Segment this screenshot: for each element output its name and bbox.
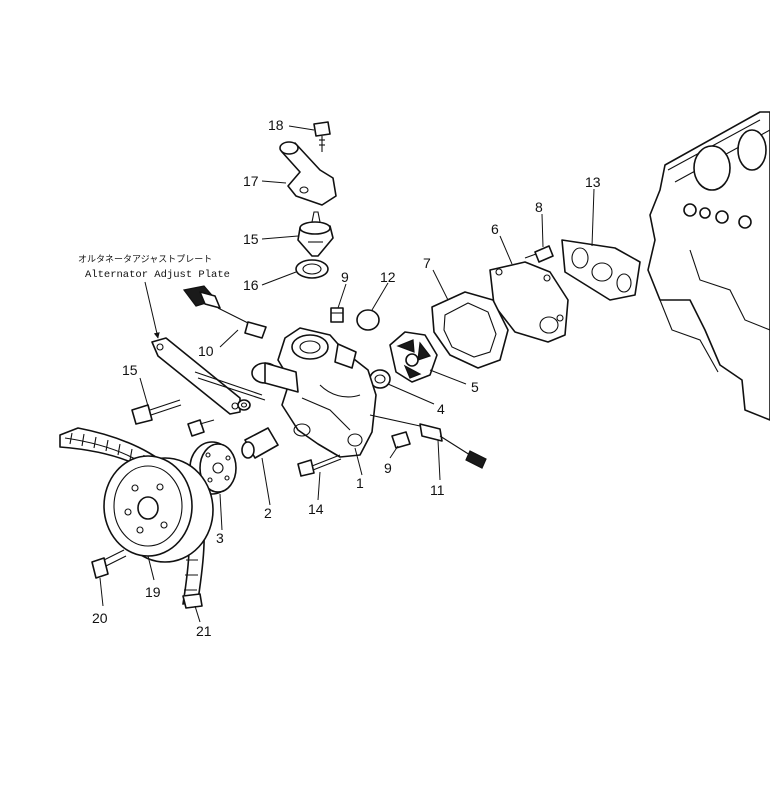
label-21: 20 <box>92 610 108 626</box>
seal-ring-17 <box>295 259 329 279</box>
washer <box>237 399 251 411</box>
callout-jp: オルタネータアジャストプレート <box>78 254 212 265</box>
plug-9-lower <box>391 431 411 449</box>
bolt-14 <box>297 454 342 477</box>
label-3: 3 <box>216 530 224 546</box>
callout-en: Alternator Adjust Plate <box>85 269 230 281</box>
gasket-7 <box>431 291 509 369</box>
shaft-2 <box>241 427 279 459</box>
bolt-21 <box>91 549 127 579</box>
label-13: 13 <box>585 174 601 190</box>
label-22: 21 <box>196 623 212 639</box>
cover-plate-6 <box>489 261 569 343</box>
impeller-5 <box>389 331 438 383</box>
alternator-adjust-plate <box>151 337 241 415</box>
label-17: 16 <box>243 277 259 293</box>
label-11: 11 <box>430 482 445 498</box>
label-1: 1 <box>356 475 364 491</box>
bolt-15 <box>131 399 182 425</box>
label-7: 7 <box>423 255 431 271</box>
outlet-pipe-18 <box>279 141 337 206</box>
leader-lines <box>99 125 595 623</box>
plug-9-upper <box>330 307 344 323</box>
label-16: 15 <box>243 231 259 247</box>
thermostat-16 <box>297 211 334 257</box>
sensor-10 <box>182 285 267 339</box>
label-15: 15 <box>122 362 138 378</box>
label-8: 8 <box>535 199 543 215</box>
pulley-20 <box>103 455 214 563</box>
label-9-upper: 9 <box>341 269 349 285</box>
label-6: 6 <box>491 221 499 237</box>
bolt-8 <box>524 245 554 263</box>
label-2: 2 <box>264 505 272 521</box>
rod <box>194 371 266 401</box>
o-ring-12 <box>356 309 380 331</box>
water-pump-body-1 <box>251 327 377 458</box>
label-20: 19 <box>145 584 161 600</box>
label-5: 5 <box>471 379 479 395</box>
label-18: 17 <box>243 173 259 189</box>
label-12: 12 <box>380 269 396 285</box>
label-10: 10 <box>198 343 214 359</box>
label-4: 4 <box>437 401 445 417</box>
engine-block <box>647 111 770 421</box>
gasket-13 <box>561 239 641 301</box>
label-9-lower: 9 <box>384 460 392 476</box>
part-number-labels: 18 17 15 16 9 12 7 6 8 13 5 4 10 15 9 11… <box>92 117 601 639</box>
bolt-19 <box>313 121 331 152</box>
sensor-11 <box>369 414 487 469</box>
label-19: 18 <box>268 117 284 133</box>
small-bolt <box>187 419 215 437</box>
label-14: 14 <box>308 501 324 517</box>
